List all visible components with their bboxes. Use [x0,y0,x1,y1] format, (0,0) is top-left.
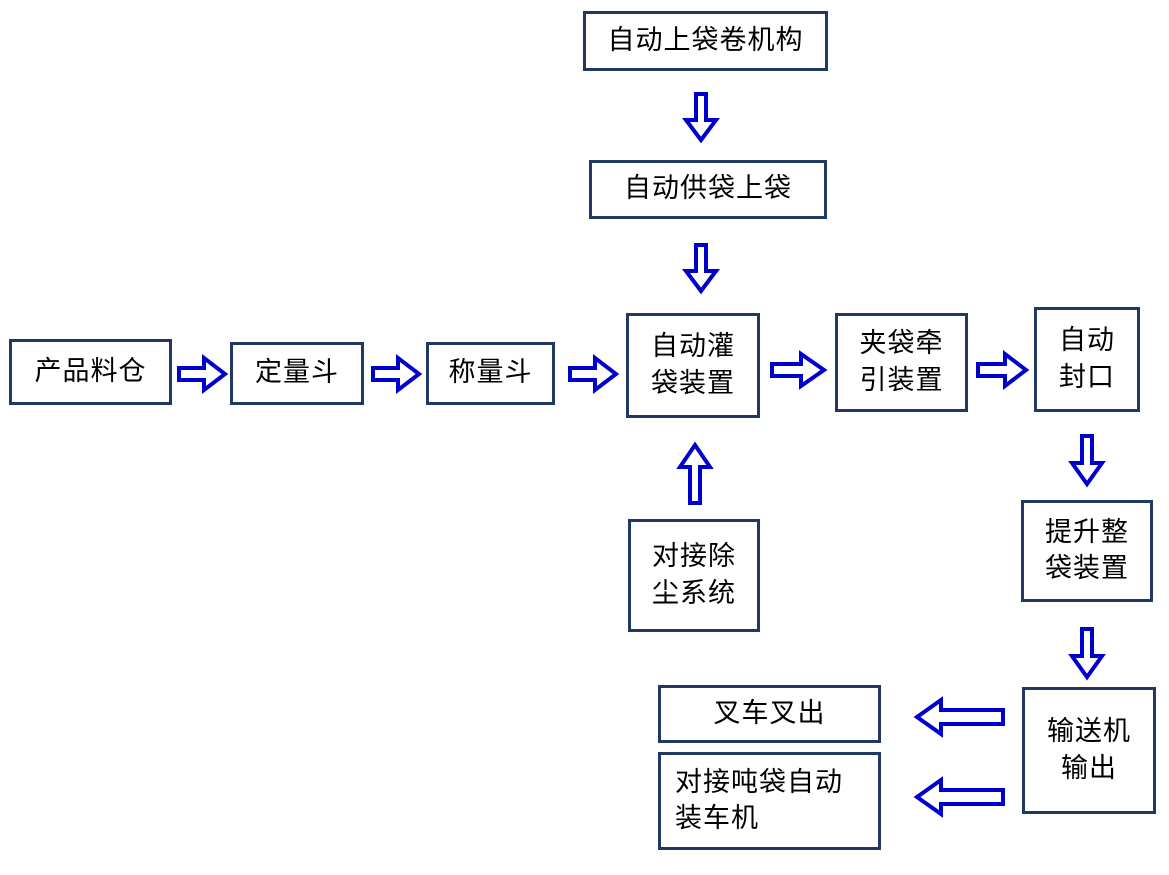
node-label-line-2: 尘系统 [652,577,736,609]
node-label-line-1: 对接除 [652,541,736,573]
node-label-line-2: 输出 [1061,752,1117,784]
node-forklift-out[interactable]: 叉车叉出 [658,685,881,743]
arrow-weighing-to-filling [568,353,620,395]
node-label: 自动上袋卷机构 [607,24,804,56]
arrow-conveyor-to-tonbag [913,776,1005,818]
node-auto-bag-roll-feeder[interactable]: 自动上袋卷机构 [583,11,828,71]
node-label-line-2: 袋装置 [651,367,735,399]
node-conveyor-output[interactable]: 输送机 输出 [1022,687,1156,814]
node-ton-bag-auto-loader[interactable]: 对接吨袋自动 装车机 [658,752,881,850]
arrow-lift-to-conveyor [1068,627,1106,681]
node-label-line-1: 自动 [1059,325,1115,357]
node-product-silo[interactable]: 产品料仓 [9,339,172,405]
node-bag-clamp-pull[interactable]: 夹袋牵 引装置 [835,313,968,412]
node-label-line-1: 对接吨袋自动 [675,766,843,798]
node-label-line-1: 提升整 [1045,516,1129,548]
arrow-dust-to-filling [676,441,714,505]
node-auto-bag-supply[interactable]: 自动供袋上袋 [589,160,827,219]
node-dust-removal-system[interactable]: 对接除 尘系统 [628,519,760,632]
arrow-silo-to-dosing [177,353,229,395]
node-label: 定量斗 [255,357,339,389]
node-label: 叉车叉出 [713,697,826,729]
node-label-line-1: 自动灌 [651,331,735,363]
node-label: 产品料仓 [34,355,147,387]
arrow-clamp-to-sealing [976,349,1030,391]
node-label-line-2: 封口 [1059,361,1115,393]
node-label-line-2: 袋装置 [1045,553,1129,584]
node-auto-sealing[interactable]: 自动 封口 [1034,307,1140,412]
arrow-filling-to-clamp [770,350,828,390]
node-label: 自动供袋上袋 [624,173,792,205]
arrow-dosing-to-weighing [371,353,423,395]
node-weighing-hopper[interactable]: 称量斗 [426,342,555,405]
arrow-sealing-to-lift [1068,434,1106,488]
node-bag-lift-shaping[interactable]: 提升整 袋装置 [1021,500,1153,602]
node-label: 称量斗 [448,357,533,389]
node-label-line-2: 装车机 [675,803,759,834]
arrow-conveyor-to-forklift [913,696,1005,738]
arrow-supply-to-filling [682,243,720,295]
node-label-line-2: 引装置 [859,364,944,396]
node-dosing-hopper[interactable]: 定量斗 [230,342,364,405]
arrow-roll-to-supply [682,92,720,144]
node-label-line-1: 夹袋牵 [859,328,944,360]
node-label-line-1: 输送机 [1047,716,1131,748]
node-auto-bag-filling[interactable]: 自动灌 袋装置 [626,313,760,418]
